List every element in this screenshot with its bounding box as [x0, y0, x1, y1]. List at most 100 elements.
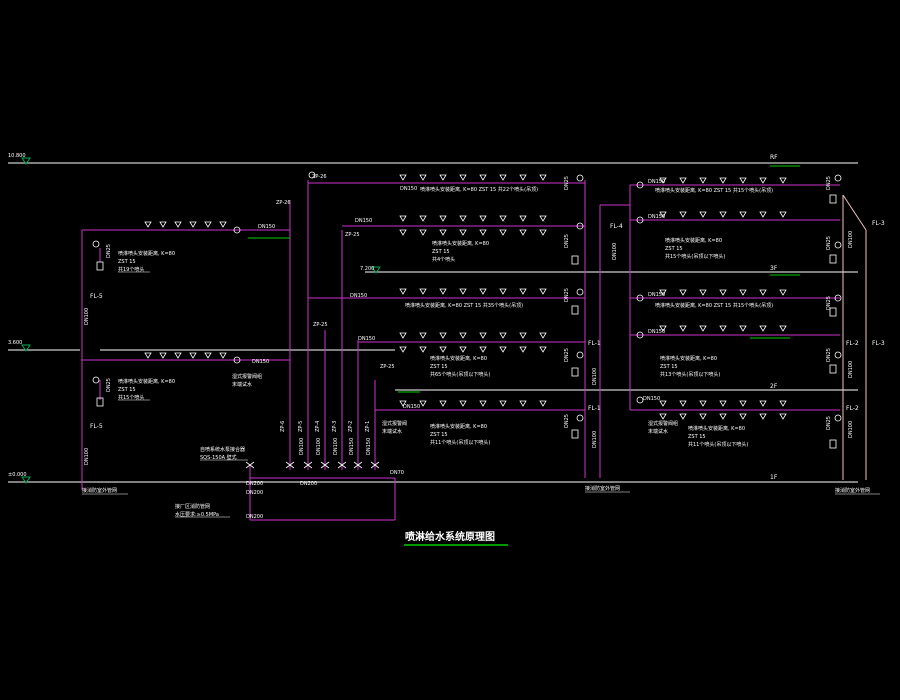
note-right-2f-1: 喷淋喷头安装距离, K=80	[660, 355, 717, 362]
note-left-bottom-side-2: 末端试水	[232, 381, 252, 388]
zp-label-25b: ZP-25	[313, 322, 328, 328]
dn-label: DN150	[358, 336, 375, 342]
note-right-1f-1: 喷淋喷头安装距离, K=80	[688, 425, 745, 432]
zp-label-6: ZP-6	[280, 421, 286, 432]
level-marker-mid	[21, 344, 31, 352]
dn-label: DN200	[300, 481, 317, 487]
note-centre-1f-side-2: 末端试水	[382, 428, 402, 435]
dn-label: DN200	[246, 514, 263, 520]
dn-label: DN150	[648, 214, 665, 220]
sprinkler-heads	[144, 174, 787, 420]
note-left-top-3: 共19个喷头	[118, 266, 144, 273]
note-right-roof2-1: 喷淋喷头安装距离, K=80	[665, 237, 722, 244]
riser-label-fl3-top: FL-3	[872, 220, 885, 227]
note-bottom-mid: 接消防室外管网	[585, 485, 620, 492]
riser-label-fl1-low: FL-1	[588, 405, 601, 412]
note-left-bottom-1: 喷淋喷头安装距离, K=80	[118, 378, 175, 385]
note-right-roof2-3: 共15个喷头(吊顶以下喷头)	[665, 253, 725, 260]
note-pump-2: SQS-150A 壁式	[200, 454, 237, 461]
note-left-top-1: 喷淋喷头安装距离, K=80	[118, 250, 175, 257]
note-centre-2f-1: 喷淋喷头安装距离, K=80	[430, 355, 487, 362]
dn-label: DN150	[648, 292, 665, 298]
note-pump-1: 自喷系统水泵接合器	[200, 446, 245, 453]
dn-label-vertical: DN100	[333, 438, 339, 455]
dn-label-vertical: DN25	[564, 348, 570, 362]
riser-label-fl5-top: FL-5	[90, 293, 103, 300]
dn-label-vertical: DN100	[316, 438, 322, 455]
dn-label: DN150	[355, 218, 372, 224]
zp-label-3: ZP-3	[332, 421, 338, 432]
note-left-bottom-3: 共15个喷头	[118, 394, 144, 401]
dn-label: DN150	[258, 224, 275, 230]
dn-label: DN150	[403, 404, 420, 410]
note-centre-roof2-1: 喷淋喷头安装距离, K=80	[432, 240, 489, 247]
zp-label-4: ZP-4	[315, 421, 321, 432]
note-centre-1f-2: ZST 15	[430, 432, 448, 438]
dn-label-vertical: DN100	[299, 438, 305, 455]
note-bottom-right: 接消防室外管网	[835, 487, 870, 494]
zp-label-25c: ZP-25	[380, 364, 395, 370]
riser-label-fl2-mid: FL-2	[846, 340, 859, 347]
riser-label-fl1-top: FL-1	[588, 340, 601, 347]
pipes	[81, 180, 840, 521]
dn-label-vertical: DN25	[564, 234, 570, 248]
note-bottom-left: 接消防室外管网	[82, 487, 117, 494]
dn-label-vertical: DN25	[826, 176, 832, 190]
floor-label-3f: 3F	[770, 265, 778, 272]
dn-label: DN200	[246, 490, 263, 496]
dn-label-vertical: DN25	[564, 414, 570, 428]
elevation-3f: 7.200	[360, 266, 374, 272]
note-left-top-2: ZST 15	[118, 259, 136, 265]
dn-label-vertical: DN25	[826, 348, 832, 362]
note-right-3f: 喷淋喷头安装距离, K=80 ZST 15 共15个喷头(吊顶)	[655, 302, 773, 309]
dn-label-vertical: DN25	[564, 176, 570, 190]
floor-lines	[8, 162, 858, 483]
note-centre-1f-1: 喷淋喷头安装距离, K=80	[430, 423, 487, 430]
riser-label-fl4: FL-4	[610, 223, 623, 230]
dn-label-vertical: DN25	[826, 416, 832, 430]
dn-label-vertical: DN100	[848, 361, 854, 378]
dn-label-vertical: DN100	[848, 421, 854, 438]
zp-label-26a: ZP-26	[312, 174, 327, 180]
zp-label-1: ZP-1	[365, 421, 371, 432]
dn-label: DN150	[643, 396, 660, 402]
dn-label: DN150	[252, 359, 269, 365]
dn-label-vertical: DN25	[826, 236, 832, 250]
dn-label: DN150	[400, 186, 417, 192]
dn-label-vertical: DN100	[612, 243, 618, 260]
floor-label-1f: 1F	[770, 474, 778, 481]
riser-label-fl5-bottom: FL-5	[90, 423, 103, 430]
elevation-ground: ±0.000	[8, 472, 27, 478]
elevation-mid: 3.600	[8, 340, 22, 346]
elevation-roof: 10.800	[8, 153, 26, 159]
level-marker-roof	[21, 157, 31, 165]
level-marker-3f	[371, 266, 381, 274]
note-centre-3f: 喷淋喷头安装距离, K=80 ZST 15 共35个喷头(吊顶)	[405, 302, 523, 309]
dn-label: DN200	[246, 481, 263, 487]
dn-label: DN70	[390, 470, 404, 476]
dn-label: DN150	[350, 293, 367, 299]
dn-label-vertical: DN25	[106, 378, 112, 392]
note-supply-2: 水压要求:≥0.5MPa	[175, 511, 219, 518]
dn-label-vertical: DN100	[84, 448, 90, 465]
dn-label-vertical: DN100	[848, 231, 854, 248]
riser-label-fl2-low: FL-2	[846, 405, 859, 412]
dn-label-vertical: DN25	[564, 288, 570, 302]
valves	[92, 171, 842, 449]
floor-label-2f: 2F	[770, 383, 778, 390]
note-centre-1f-3: 共11个喷头(吊顶以下喷头)	[430, 439, 490, 446]
note-centre-2f-2: ZST 15	[430, 364, 448, 370]
dn-label-vertical: DN100	[592, 368, 598, 385]
zp-label-2: ZP-2	[348, 421, 354, 432]
zp-label-26b: ZP-26	[276, 200, 291, 206]
note-right-1f-2: ZST 15	[688, 434, 706, 440]
note-right-2f-3: 共13个喷头(吊顶以下喷头)	[660, 371, 720, 378]
page-title: 喷淋给水系统原理图	[405, 530, 495, 543]
note-centre-1f-side-1: 湿式报警阀	[382, 420, 407, 427]
note-left-bottom-2: ZST 15	[118, 387, 136, 393]
dn-label: DN150	[648, 179, 665, 185]
note-left-bottom-side-1: 湿式报警阀组	[232, 373, 262, 380]
dn-label: DN150	[648, 329, 665, 335]
note-centre-roof2-3: 共4个喷头	[432, 256, 455, 263]
floor-label-rf: RF	[770, 154, 778, 161]
